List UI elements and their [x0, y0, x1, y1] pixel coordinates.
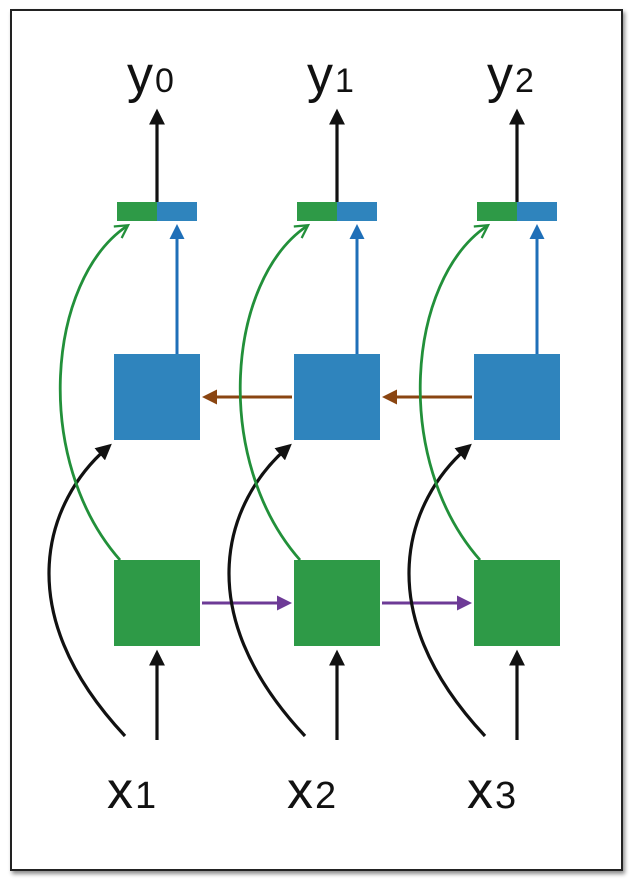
input-label-base: x: [467, 762, 493, 820]
output-forward-part: [117, 202, 157, 221]
output-backward-part: [517, 202, 557, 221]
output-label-base: y: [127, 46, 153, 104]
output-label-base: y: [307, 46, 333, 104]
output-backward-part: [157, 202, 197, 221]
forward-state-box: [474, 560, 560, 646]
input-label: x3: [467, 762, 516, 820]
backward-state-box: [294, 354, 380, 440]
output-forward-part: [477, 202, 517, 221]
output-backward-part: [337, 202, 377, 221]
output-label-subscript: 2: [515, 62, 534, 100]
forward-state-box: [294, 560, 380, 646]
input-to-backward-arrow: [227, 443, 307, 738]
time-step-1: x1 y0: [107, 46, 200, 820]
input-to-backward-arrow: [407, 443, 487, 738]
output-label: y0: [127, 46, 174, 104]
input-label: x2: [287, 762, 336, 820]
forward-state-box: [114, 560, 200, 646]
output-label-base: y: [487, 46, 513, 104]
output-label: y2: [487, 46, 534, 104]
output-forward-part: [297, 202, 337, 221]
input-label: x1: [107, 762, 156, 820]
forward-to-output-arrow: [58, 223, 131, 561]
input-label-subscript: 1: [135, 775, 156, 817]
output-label: y1: [307, 46, 354, 104]
forward-to-output-arrow: [418, 223, 491, 561]
input-label-subscript: 3: [495, 775, 516, 817]
time-step-2: x2 y1: [287, 46, 380, 820]
output-label-subscript: 1: [335, 62, 354, 100]
output-label-subscript: 0: [155, 62, 174, 100]
input-label-subscript: 2: [315, 775, 336, 817]
input-to-backward-arrow: [47, 443, 127, 738]
time-step-3: x3 y2: [467, 46, 560, 820]
backward-state-box: [474, 354, 560, 440]
forward-to-output-arrow: [238, 223, 311, 561]
backward-state-box: [114, 354, 200, 440]
input-label-base: x: [107, 762, 133, 820]
input-label-base: x: [287, 762, 313, 820]
